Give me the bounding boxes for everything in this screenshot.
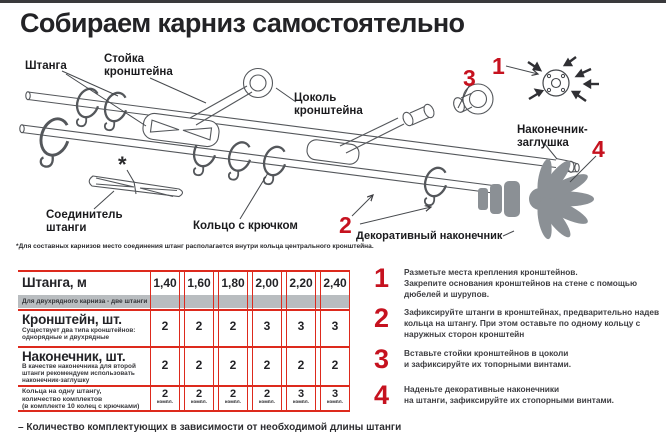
- components-table: Для двухрядного карниза - две штанги Шта…: [18, 270, 350, 412]
- label-base: Цоколь кронштейна: [294, 92, 363, 117]
- asterisk-marker: *: [118, 152, 127, 177]
- cell: 3: [297, 319, 305, 333]
- cell: 3: [331, 319, 339, 333]
- table-row-label-rings: Кольца на одну штангу, количество компле…: [22, 388, 140, 411]
- table-column: [320, 270, 350, 412]
- label-ring: Кольцо с крючком: [193, 220, 298, 232]
- unit: компл.: [258, 400, 276, 405]
- table-row-note-bracket: Существует два типа кронштейнов: одноряд…: [22, 327, 136, 342]
- table-rule: [18, 309, 350, 311]
- table-row-values: 2 2 2 2 2 2: [150, 358, 354, 372]
- unit: компл.: [156, 400, 174, 405]
- instruction-step-4: 4 Наденьте декоративные наконечники на ш…: [374, 380, 666, 410]
- instruction-step-1: 1 Разметьте места крепления кронштейнов.…: [374, 263, 666, 300]
- unit: компл.: [224, 400, 242, 405]
- cell: 1,80: [221, 276, 245, 290]
- table-column: [218, 270, 248, 412]
- table-rule: [18, 346, 350, 348]
- central-bracket: [142, 67, 274, 148]
- curtain-rods: [19, 91, 580, 195]
- top-border: [0, 0, 666, 3]
- cell: 2: [161, 319, 169, 333]
- cell: 2: [263, 358, 271, 372]
- cell: 2: [195, 319, 203, 333]
- table-column: [252, 270, 282, 412]
- instruction-number: 4: [374, 380, 390, 410]
- table-legend: – Количество комплектующих в зависимости…: [18, 422, 402, 433]
- table-rule: [18, 385, 350, 387]
- cell: 2,00: [255, 276, 279, 290]
- count: 2: [263, 388, 271, 400]
- cell: 2: [229, 319, 237, 333]
- decorative-finial: [478, 158, 594, 240]
- cell: 2: [195, 358, 203, 372]
- unit: компл.: [190, 400, 208, 405]
- table-column: [286, 270, 316, 412]
- instruction-text: Наденьте декоративные наконечники на шта…: [404, 384, 614, 405]
- cell: 2,20: [289, 276, 313, 290]
- cell: 2,40: [323, 276, 347, 290]
- cell: 1,40: [153, 276, 177, 290]
- step-marker-3: 3: [463, 65, 476, 91]
- unit: компл.: [292, 400, 310, 405]
- wall-plate: [542, 69, 570, 97]
- label-stand: Стойка кронштейна: [104, 53, 173, 78]
- step-marker-1: 1: [492, 53, 505, 79]
- screws: [527, 56, 599, 102]
- table-column: [184, 270, 214, 412]
- diagram-footnote: *Для составных карнизов место соединения…: [16, 243, 374, 250]
- cell: 1,60: [187, 276, 211, 290]
- table-row-note-finial: В качестве наконечника для второй штанги…: [22, 363, 136, 385]
- instruction-text: Зафиксируйте штанги в кронштейнах, предв…: [404, 307, 660, 339]
- cell: 3: [263, 319, 271, 333]
- step-marker-2: 2: [339, 212, 352, 238]
- table-row-label-bracket: Кронштейн, шт.: [22, 312, 122, 327]
- table-rule: [18, 410, 350, 412]
- table-rule: [18, 270, 350, 272]
- table-column: [150, 270, 180, 412]
- leader-lines: [61, 65, 597, 237]
- instruction-step-3: 3 Вставьте стойки кронштейнов в цоколи и…: [374, 344, 666, 374]
- label-connector: Соединитель штанги: [46, 209, 123, 234]
- label-rod: Штанга: [25, 60, 67, 72]
- cell: 2: [297, 358, 305, 372]
- count: 2: [161, 388, 169, 400]
- count: 2: [229, 388, 237, 400]
- instruction-text: Вставьте стойки кронштейнов в цоколи и з…: [404, 348, 572, 369]
- cell: 2: [331, 358, 339, 372]
- count: 3: [331, 388, 339, 400]
- table-row-label-rod: Штанга, м: [22, 275, 87, 290]
- table-header-note: Для двухрядного карниза - две штанги: [22, 298, 148, 305]
- table-row-values: 2 2 2 3 3 3: [150, 319, 354, 333]
- cell: 2: [161, 358, 169, 372]
- label-end-cap: Наконечник- заглушка: [517, 124, 588, 149]
- rod-connector-part: [88, 175, 184, 198]
- instruction-number: 3: [374, 344, 390, 374]
- count: 2: [195, 388, 203, 400]
- cell: 2: [229, 358, 237, 372]
- unit: компл.: [326, 400, 344, 405]
- table-row-values: 1,40 1,60 1,80 2,00 2,20 2,40: [150, 276, 354, 290]
- instruction-text: Разметьте места крепления кронштейнов. З…: [404, 267, 638, 299]
- step-marker-4: 4: [592, 136, 605, 162]
- page-title: Собираем карниз самостоятельно: [20, 8, 465, 38]
- label-finial: Декоративный наконечник: [356, 230, 503, 242]
- count: 3: [297, 388, 305, 400]
- instruction-number: 2: [374, 303, 390, 333]
- instruction-step-2: 2 Зафиксируйте штанги в кронштейнах, пре…: [374, 303, 666, 340]
- table-row-label-finial: Наконечник, шт.: [22, 349, 126, 364]
- instruction-number: 1: [374, 263, 390, 293]
